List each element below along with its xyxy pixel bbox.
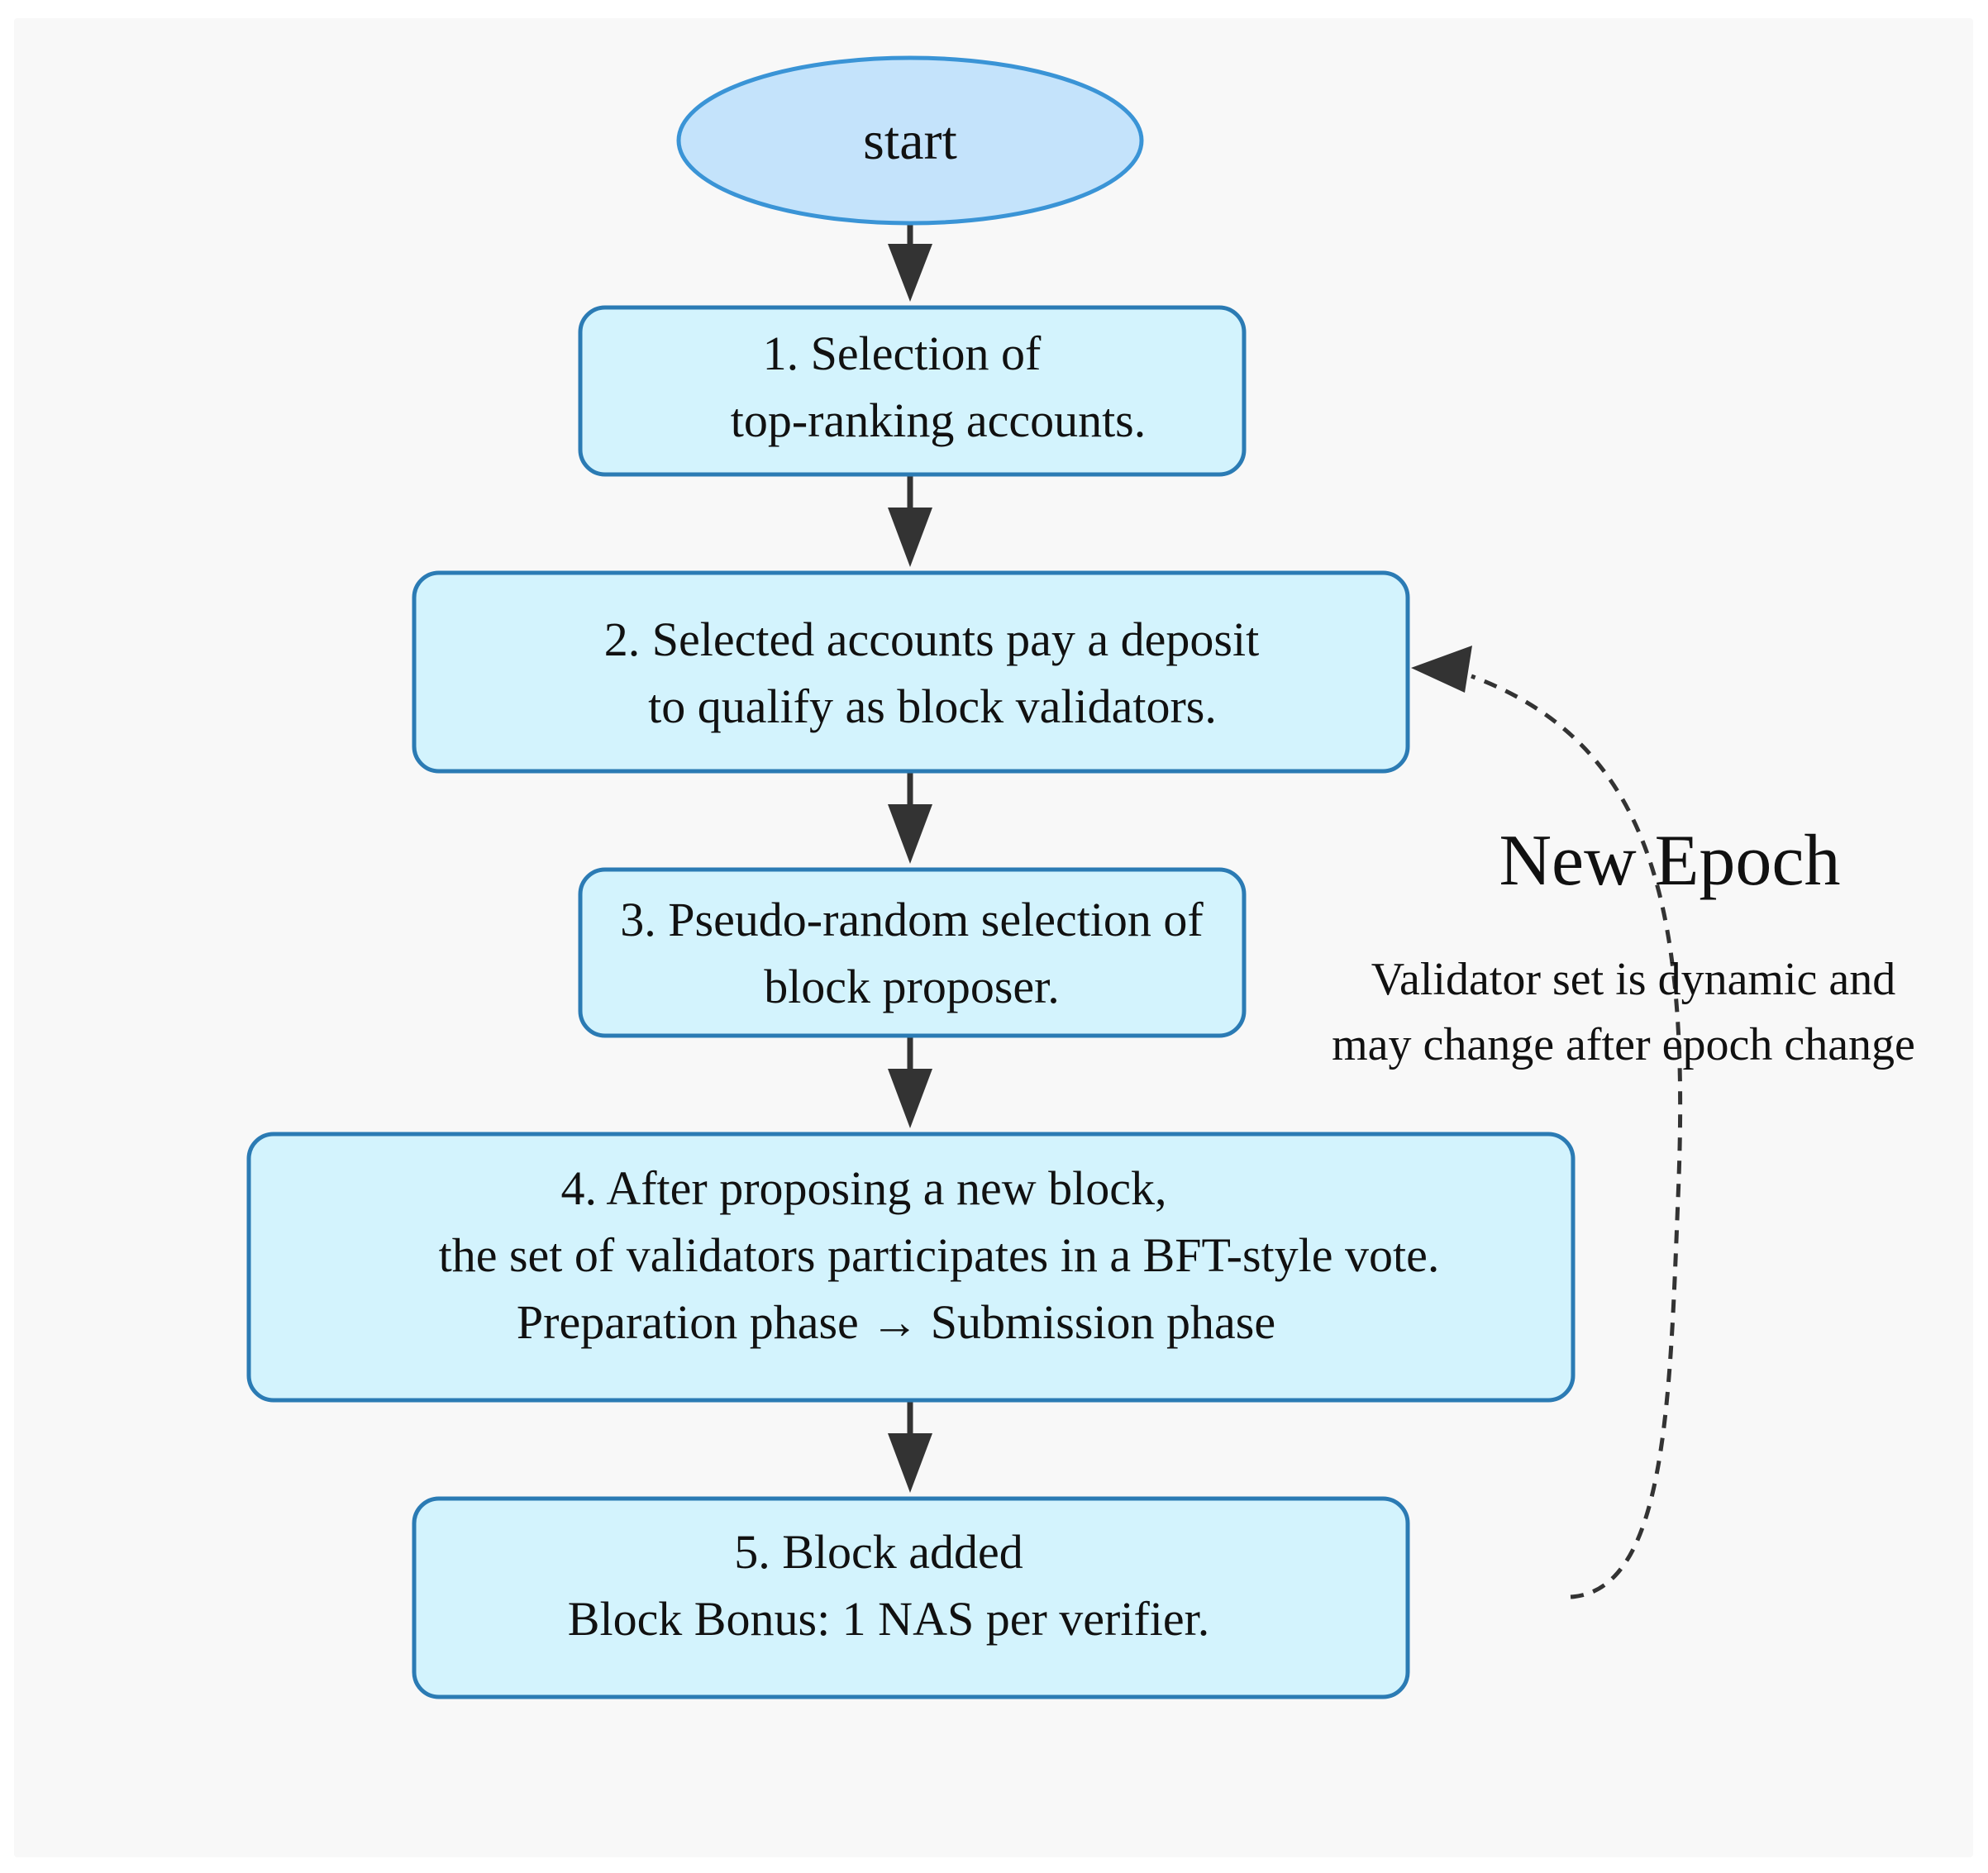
new-epoch-note-line-2: may change after epoch change — [1332, 1019, 1915, 1070]
edge-step1-to-step2 — [888, 474, 932, 567]
step-4-line-3: Preparation phase → Submission phase — [517, 1295, 1275, 1349]
step-4-node: 4. After proposing a new block, the set … — [246, 1132, 1576, 1403]
start-node: start — [676, 55, 1144, 226]
step-1-line-2: top-ranking accounts. — [731, 393, 1147, 447]
step-5-line-1: 5. Block added — [734, 1525, 1023, 1579]
start-label: start — [863, 111, 957, 171]
new-epoch-annotation: New Epoch Validator set is dynamic and m… — [1332, 821, 1915, 1070]
edge-new-epoch-loop — [1411, 646, 1683, 1599]
step-2-line-2: to qualify as block validators. — [648, 679, 1217, 733]
edge-step2-to-step3 — [888, 771, 932, 864]
step-4-line-2: the set of validators participates in a … — [439, 1228, 1440, 1282]
step-4-line-1: 4. After proposing a new block, — [561, 1161, 1167, 1215]
step-1-node: 1. Selection of top-ranking accounts. — [578, 305, 1247, 477]
step-3-node: 3. Pseudo-random selection of block prop… — [578, 867, 1247, 1038]
edge-step4-to-step5 — [888, 1400, 932, 1493]
edge-step3-to-step4 — [888, 1036, 932, 1128]
step-2-node: 2. Selected accounts pay a deposit to qu… — [412, 570, 1410, 774]
step-5-node: 5. Block added Block Bonus: 1 NAS per ve… — [412, 1496, 1410, 1699]
new-epoch-title: New Epoch — [1499, 821, 1841, 901]
new-epoch-note-line-1: Validator set is dynamic and — [1371, 954, 1896, 1005]
step-2-line-1: 2. Selected accounts pay a deposit — [604, 612, 1259, 666]
step-3-line-1: 3. Pseudo-random selection of — [620, 893, 1204, 946]
step-3-line-2: block proposer. — [764, 960, 1060, 1013]
step-5-line-2: Block Bonus: 1 NAS per verifier. — [568, 1592, 1209, 1646]
step-1-line-1: 1. Selection of — [763, 326, 1042, 380]
edge-start-to-step1 — [888, 223, 932, 302]
